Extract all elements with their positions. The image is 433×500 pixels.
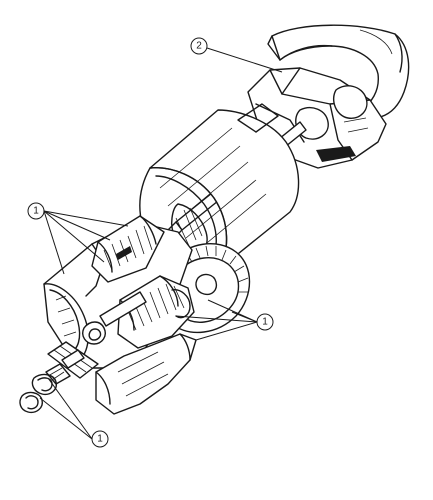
- svg-text:1: 1: [33, 206, 39, 217]
- upper-gear-stack: [91, 215, 165, 283]
- center-pinion: [82, 291, 147, 345]
- callout-bottom: 1: [91, 430, 109, 448]
- callout-right: 1: [256, 313, 274, 331]
- spline-shaft: [45, 341, 99, 385]
- callout-top: 2: [190, 37, 208, 55]
- svg-text:1: 1: [97, 434, 103, 445]
- bottom-housing: [95, 333, 197, 415]
- callout-left: 1: [27, 202, 45, 220]
- svg-text:2: 2: [196, 41, 202, 52]
- end-cap: [19, 391, 43, 414]
- leader-lines: [39, 47, 283, 440]
- svg-text:1: 1: [262, 317, 268, 328]
